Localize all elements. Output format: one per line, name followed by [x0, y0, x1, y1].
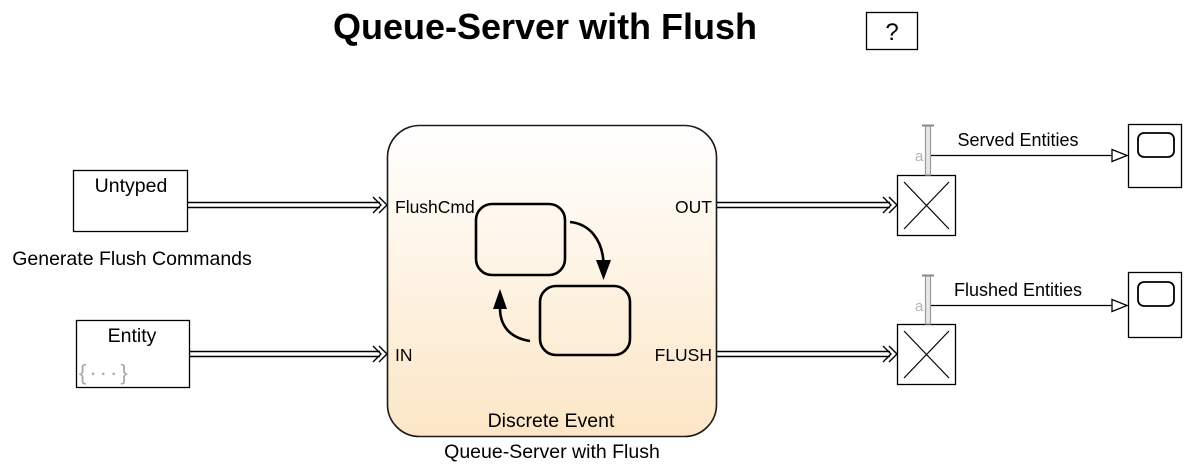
flush-command-generator-name: Generate Flush Commands [12, 248, 252, 270]
stateflow-chart-icon [474, 202, 632, 357]
entity-terminator-icon [903, 330, 950, 379]
flushed-terminator-port-label: a [915, 298, 924, 315]
entity-line-entities-in[interactable] [190, 345, 388, 363]
entity-terminator-icon [903, 181, 950, 230]
signal-line-flushed[interactable] [931, 298, 1129, 313]
help-button[interactable]: ? [865, 11, 919, 51]
scope-icon [1137, 132, 1175, 158]
flush-command-generator-icon-text: Untyped [95, 175, 168, 197]
port-label-flush: FLUSH [655, 345, 712, 365]
served-entity-terminator-block[interactable] [896, 174, 957, 237]
entity-generator-icon-text: Entity [108, 325, 157, 347]
flushed-terminator-output-port[interactable]: a [915, 274, 934, 325]
signal-line-served[interactable] [931, 148, 1129, 163]
subsystem-icon-subtitle: Discrete Event [488, 410, 615, 432]
flush-command-generator-block[interactable]: Untyped [72, 169, 189, 233]
flushed-scope-block[interactable] [1127, 271, 1183, 339]
queue-server-subsystem-name: Queue-Server with Flush [444, 441, 660, 463]
served-scope-block[interactable] [1127, 123, 1183, 189]
entity-line-flushed-out[interactable] [717, 345, 898, 363]
entity-line-flush-commands[interactable] [188, 196, 388, 214]
help-button-label: ? [885, 19, 898, 46]
port-label-in: IN [395, 345, 413, 365]
port-label-out: OUT [675, 197, 712, 217]
queue-server-subsystem-block[interactable]: FlushCmd IN OUT FLUSH Discrete Event [386, 124, 718, 438]
signal-label-served: Served Entities [957, 130, 1078, 150]
entity-generator-block[interactable]: Entity {···} [75, 319, 191, 389]
served-terminator-output-port[interactable]: a [915, 124, 934, 176]
signal-label-flushed: Flushed Entities [954, 280, 1082, 300]
flushed-entity-terminator-block[interactable] [896, 323, 957, 386]
served-terminator-port-label: a [915, 148, 924, 165]
model-title: Queue-Server with Flush [333, 6, 757, 47]
scope-icon [1137, 281, 1175, 307]
entity-structure-icon: {···} [79, 360, 131, 385]
entity-line-served-out[interactable] [717, 196, 898, 214]
port-label-flushcmd: FlushCmd [395, 197, 475, 217]
